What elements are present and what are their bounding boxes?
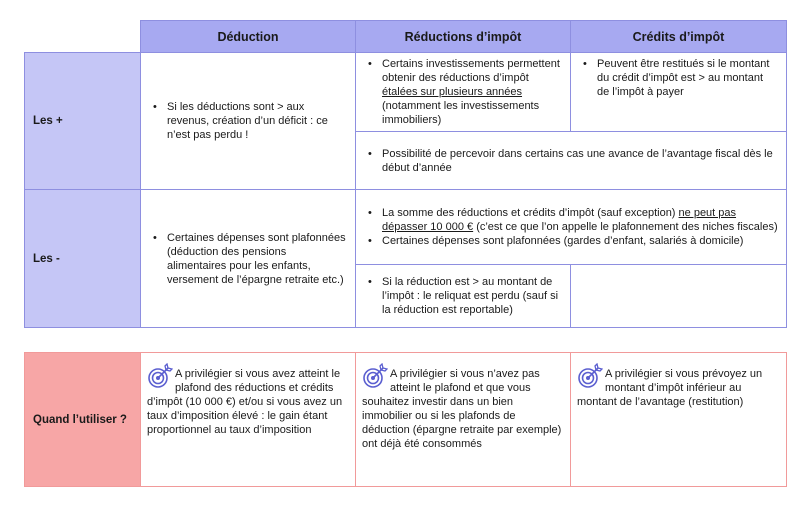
- minus-shared-item-2: Certaines dépenses sont plafonnées (gard…: [368, 234, 778, 248]
- target-icon: [148, 363, 173, 388]
- minus-reduction-cell: Si la réduction est > au montant de l’im…: [355, 264, 571, 328]
- when-reduction-cell: A privilégier si vous n’avez pas atteint…: [355, 352, 571, 487]
- row-label-minus: Les -: [24, 189, 141, 328]
- plus-reduction-underline: étalées sur plusieurs années: [382, 86, 523, 98]
- when-credit-cell: A privilégier si vous prévoyez un montan…: [570, 352, 787, 487]
- when-credit-text: A privilégier si vous prévoyez un montan…: [577, 368, 763, 408]
- header-credits: Crédits d’impôt: [570, 20, 787, 53]
- comparison-table: Déduction Réductions d’impôt Crédits d’i…: [24, 20, 787, 328]
- plus-shared-text: Possibilité de percevoir dans certains c…: [368, 147, 778, 175]
- minus-shared-underline: ne peut pas dépasser 10 000 €: [382, 207, 737, 233]
- plus-shared-cell: Possibilité de percevoir dans certains c…: [355, 131, 787, 190]
- plus-reduction-text: Certains investissements permettent obte…: [382, 58, 560, 84]
- plus-reduction-cell: Certains investissements permettent obte…: [355, 52, 571, 132]
- plus-row-1: Les + Si les déductions sont > aux reven…: [24, 52, 787, 190]
- target-icon: [578, 363, 603, 388]
- minus-shared-item-1: La somme des réductions et crédits d’imp…: [368, 206, 778, 234]
- plus-deduction-cell: Si les déductions sont > aux revenus, cr…: [140, 52, 356, 190]
- row-label-plus: Les +: [24, 52, 141, 190]
- minus-shared-cell: La somme des réductions et crédits d’imp…: [355, 189, 787, 265]
- plus-reduction-text-end: (notamment les investissements immobilie…: [382, 100, 540, 126]
- minus-deduction-text: Certaines dépenses sont plafonnées (dédu…: [153, 231, 347, 287]
- when-deduction-cell: A privilégier si vous avez atteint le pl…: [140, 352, 356, 487]
- header-deduction: Déduction: [140, 20, 356, 53]
- minus-credit-empty: [570, 264, 787, 328]
- when-to-use-table: Quand l’utiliser ? A privilégier si vous…: [24, 352, 787, 487]
- minus-row-2: Si la réduction est > au montant de l’im…: [25, 264, 787, 328]
- plus-credit-text: Peuvent être restitués si le montant du …: [583, 57, 778, 99]
- minus-shared-text-1: La somme des réductions et crédits d’imp…: [382, 207, 679, 219]
- when-deduction-text: A privilégier si vous avez atteint le pl…: [147, 368, 343, 436]
- target-icon: [363, 363, 388, 388]
- row-label-when: Quand l’utiliser ?: [24, 352, 141, 487]
- plus-row-2: Possibilité de percevoir dans certains c…: [25, 131, 787, 190]
- plus-reduction-item: Certains investissements permettent obte…: [368, 57, 562, 127]
- header-reductions: Réductions d’impôt: [355, 20, 571, 53]
- plus-credit-cell: Peuvent être restitués si le montant du …: [570, 52, 787, 132]
- header-row: Déduction Réductions d’impôt Crédits d’i…: [24, 20, 787, 53]
- when-reduction-text: A privilégier si vous n’avez pas atteint…: [362, 368, 562, 450]
- minus-reduction-text: Si la réduction est > au montant de l’im…: [368, 275, 562, 317]
- minus-shared-text-1-end: (c’est ce que l’on appelle le plafonneme…: [473, 221, 778, 233]
- minus-row-1: Les - Certaines dépenses sont plafonnées…: [24, 189, 787, 328]
- header-blank: [24, 20, 141, 53]
- when-row: Quand l’utiliser ? A privilégier si vous…: [24, 352, 787, 487]
- plus-deduction-text: Si les déductions sont > aux revenus, cr…: [153, 100, 347, 142]
- minus-deduction-cell: Certaines dépenses sont plafonnées (dédu…: [140, 189, 356, 328]
